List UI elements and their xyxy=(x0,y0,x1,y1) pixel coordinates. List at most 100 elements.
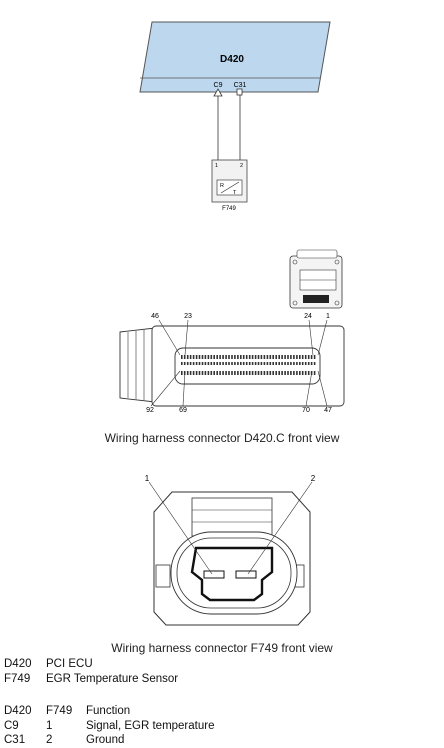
pin-cavity xyxy=(210,371,213,375)
pin-cavity xyxy=(189,362,192,365)
row-function: Signal, EGR temperature xyxy=(86,720,215,732)
pin-cavity xyxy=(269,355,272,359)
pin-cavity xyxy=(296,355,298,359)
pin-cavity xyxy=(272,355,274,359)
pin-cavity xyxy=(272,362,274,365)
pin-cavity xyxy=(219,371,221,375)
sensor-label: F749 xyxy=(222,206,236,212)
pin-23-label: 23 xyxy=(184,313,192,320)
pin-cavity xyxy=(245,362,248,365)
pin-cavity xyxy=(225,371,227,375)
pin-cavity xyxy=(234,355,236,359)
pin-cavity xyxy=(251,362,254,365)
pin-cavity xyxy=(231,355,233,359)
row-d420-pin: C31 xyxy=(4,734,26,746)
header-col-f749: F749 xyxy=(46,705,73,717)
pin-cavity xyxy=(266,371,269,375)
pin-cavity xyxy=(216,371,218,375)
pin-cavity xyxy=(301,355,304,359)
pin-24-label: 24 xyxy=(304,313,312,320)
pin-cavity xyxy=(183,355,186,359)
row-d420-pin: C9 xyxy=(4,720,19,732)
pin-cavity xyxy=(254,371,257,375)
pin-cavity xyxy=(263,371,266,375)
connector-f749-diagram: 1 2 xyxy=(145,474,316,626)
pin-cavity xyxy=(240,371,242,375)
connector-f749-latch xyxy=(191,497,273,537)
pin-cavity xyxy=(281,371,283,375)
pin-cavity xyxy=(301,371,304,375)
ecu-pin-c9-label: C9 xyxy=(214,82,223,89)
pin-cavity xyxy=(213,362,215,365)
pin-cavity xyxy=(257,371,260,375)
pin-cavity xyxy=(189,371,192,375)
pin-cavity xyxy=(228,371,230,375)
thermistor-t-label: T xyxy=(233,190,237,196)
pin-cavity xyxy=(313,355,316,359)
pin-cavity xyxy=(275,362,277,365)
pin-cavity xyxy=(278,371,280,375)
pin-cavity xyxy=(222,371,224,375)
pin-cavity xyxy=(237,355,239,359)
pin-cavity xyxy=(201,355,204,359)
pin-cavity xyxy=(293,371,295,375)
wiring-schematic: D420 C9 C31 1 2 R T F749 xyxy=(139,21,331,212)
pin-cavity xyxy=(231,371,233,375)
connector-f749-cavity xyxy=(190,546,274,602)
pin-cavity xyxy=(213,355,215,359)
pin-cavity xyxy=(275,355,277,359)
pin-leader-lines xyxy=(150,319,328,407)
pin-cavity xyxy=(245,371,248,375)
pin-cavity xyxy=(240,355,242,359)
pin-cavity xyxy=(213,371,215,375)
pin-cavity xyxy=(198,355,201,359)
pin-cavity xyxy=(216,362,218,365)
pin-cavity xyxy=(254,355,257,359)
pin-70-label: 70 xyxy=(302,407,310,414)
pin-cavity xyxy=(257,362,260,365)
pin-cavity xyxy=(228,355,230,359)
pin-cavity xyxy=(195,362,198,365)
pin-cavity xyxy=(299,355,301,359)
pin-cavity xyxy=(287,362,289,365)
ecu-module-icon xyxy=(289,249,343,309)
pin-cavity xyxy=(198,362,201,365)
pin-cavity xyxy=(207,371,210,375)
thermistor-r-label: R xyxy=(220,183,224,189)
pin-cavity xyxy=(287,371,289,375)
sensor-pin1-label: 1 xyxy=(215,163,218,169)
ecu-label: D420 xyxy=(220,54,244,65)
connector-latch xyxy=(119,327,156,403)
pin-cavity xyxy=(186,371,189,375)
pin-cavity xyxy=(216,355,218,359)
connector-f749-caption: Wiring harness connector F749 front view xyxy=(111,641,333,655)
pin-46-label: 46 xyxy=(151,313,159,320)
pin-cavity xyxy=(278,362,280,365)
pin-cavity xyxy=(263,355,266,359)
pin-cavity xyxy=(183,362,186,365)
pin-cavity xyxy=(204,355,207,359)
pin-cavity xyxy=(204,362,207,365)
pin-cavity xyxy=(307,362,310,365)
sensor-pin2-label: 2 xyxy=(240,163,243,169)
pin-cavity xyxy=(242,371,245,375)
pin-cavity xyxy=(293,362,295,365)
connector-d420-face xyxy=(174,347,321,385)
pin-cavity xyxy=(296,371,298,375)
pin-cavity xyxy=(248,362,251,365)
pin-cavity xyxy=(299,371,301,375)
pin-cavity xyxy=(186,362,189,365)
pin-cavity xyxy=(192,355,195,359)
pin-cavity xyxy=(257,355,260,359)
pin-cavity xyxy=(225,362,227,365)
pin-cavity xyxy=(304,371,307,375)
pin-cavity xyxy=(242,355,245,359)
pin-cavity xyxy=(287,355,289,359)
pin-cavity xyxy=(201,371,204,375)
pin-cavity xyxy=(269,362,272,365)
pin-cavity xyxy=(181,362,183,365)
pin-cavity xyxy=(296,362,298,365)
pin-cavity xyxy=(284,362,286,365)
pin-cavity xyxy=(269,371,272,375)
legend-name: EGR Temperature Sensor xyxy=(46,673,179,685)
